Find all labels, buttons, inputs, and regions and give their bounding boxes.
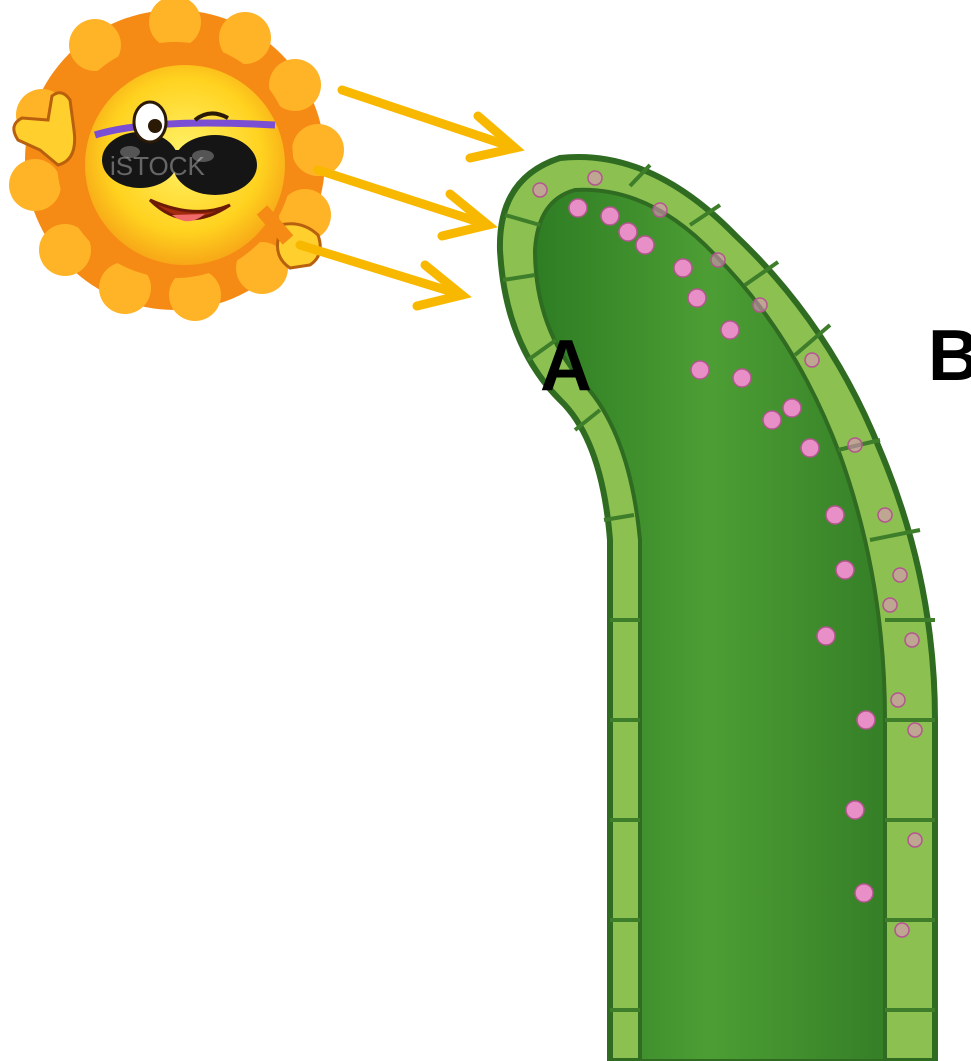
watermark-text: iSTOCK <box>110 151 206 181</box>
light-ray-arrow <box>342 90 515 158</box>
shoot-inner-tissue <box>535 190 885 1061</box>
light-rays <box>300 90 515 306</box>
light-ray-arrow <box>318 170 488 236</box>
label-side-a: A <box>540 330 592 402</box>
light-ray-arrow <box>300 245 462 306</box>
sun-icon: iSTOCK <box>9 0 344 321</box>
label-side-b: B <box>928 320 971 392</box>
plant-shoot <box>500 157 935 1061</box>
